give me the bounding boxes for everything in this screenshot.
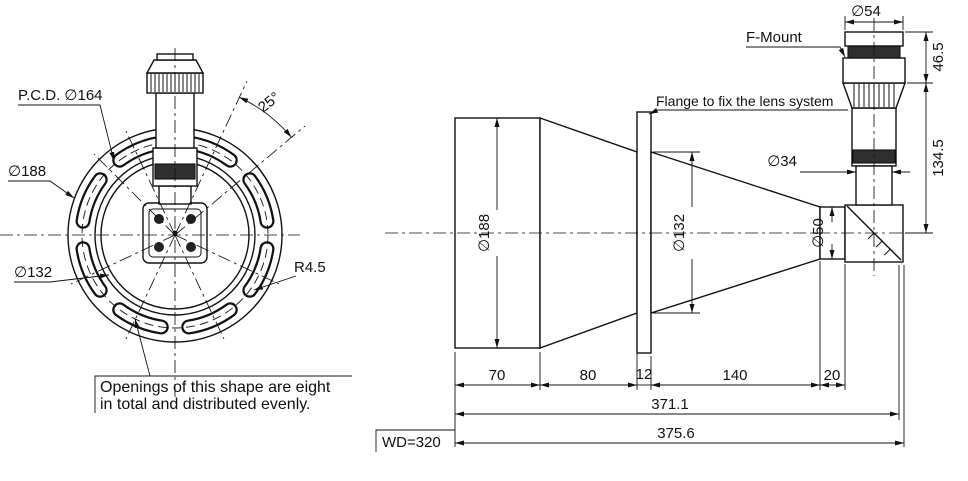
flange-note-label: Flange to fix the lens system [656,93,833,109]
dim-50-label: ∅50 [810,218,827,248]
slot-radius-label: R4.5 [294,259,326,276]
front-view: 25° P.C.D. ∅164 ∅188 ∅132 R4.5 Openings … [0,48,352,413]
dim-54-label: ∅54 [851,3,881,20]
screw [154,242,164,252]
wd-border [375,429,455,452]
screw [186,214,196,224]
fmount-label: F-Mount [746,29,803,46]
note-leader [134,318,151,377]
angle-dim-arc [239,96,292,138]
flange-note-leader [648,108,848,115]
radial-centerlines [70,80,306,340]
dia188-leader [8,180,75,199]
dim-46-label: 46.5 [930,42,947,71]
note-border [94,375,352,413]
note-line1: Openings of this shape are eight [100,379,331,396]
knurl-hatching [150,74,200,92]
dim-34-label: ∅34 [767,153,797,170]
dim-132-label: ∅132 [671,214,688,252]
fmount-leader [746,46,846,58]
dia132-leader [14,273,110,283]
screw [186,242,196,252]
note-line2: in total and distributed evenly. [100,396,311,413]
dim-70-label: 70 [489,367,506,384]
dia132-label: ∅132 [14,264,52,281]
dim-20-label: 20 [824,367,841,384]
mirror-hatching [867,232,891,256]
mounting-flange [636,111,652,354]
dim-134-label: 134.5 [930,139,947,177]
dia188-label: ∅188 [8,163,46,180]
pcd-label: P.C.D. ∅164 [18,87,103,104]
wd-label: WD=320 [382,434,441,451]
dim-12-label: 12 [636,366,653,383]
slot-radius-leader [253,275,297,291]
dim-140-label: 140 [722,367,747,384]
dim-80-label: 80 [580,367,597,384]
dim-371-label: 371.1 [651,396,689,413]
dim-375-label: 375.6 [657,425,695,442]
angle-dim-label: 25° [255,89,283,116]
side-view: 70 80 12 140 20 371.1 375.6 WD=320 ∅188 … [375,3,947,452]
pcd-leader [18,104,115,162]
dim-188-label: ∅188 [476,214,493,252]
